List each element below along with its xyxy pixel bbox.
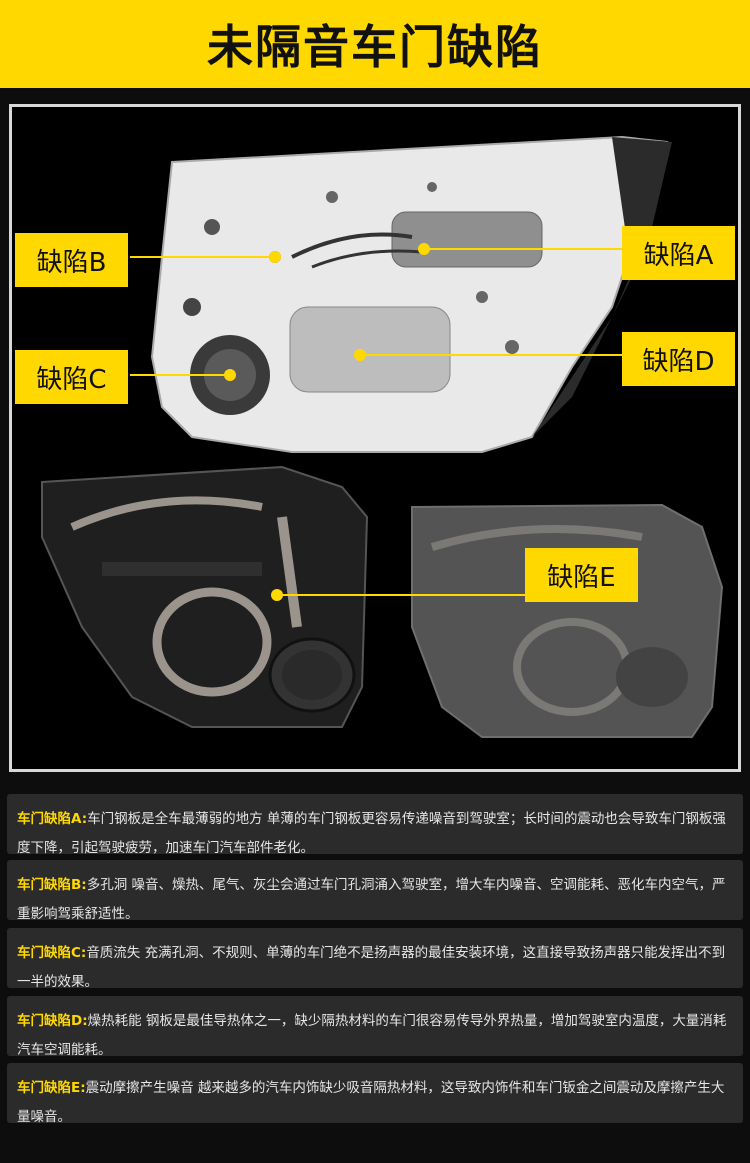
callout-defect-d: 缺陷D (622, 332, 735, 386)
note-defect-a: 车门缺陷A:车门钢板是全车最薄弱的地方 单薄的车门钢板更容易传递噪音到驾驶室；长… (7, 794, 743, 856)
page-title: 未隔音车门缺陷 (207, 20, 543, 74)
door-trim-panel (41, 465, 369, 728)
note-tag: 车门缺陷C: (17, 945, 87, 961)
door-trim-panel-faded (411, 503, 724, 738)
note-defect-b: 车门缺陷B:多孔洞 噪音、燥热、尾气、灰尘会通过车门孔洞涌入驾驶室，增大车内噪音… (7, 860, 743, 922)
door-photo (9, 104, 741, 772)
note-tag: 车门缺陷B: (17, 877, 87, 893)
note-defect-e: 车门缺陷E:震动摩擦产生噪音 越来越多的汽车内饰缺少吸音隔热材料，这导致内饰件和… (7, 1063, 743, 1125)
leader-dots (224, 243, 430, 601)
note-text: 车门钢板是全车最薄弱的地方 单薄的车门钢板更容易传递噪音到驾驶室；长时间的震动也… (17, 811, 726, 856)
note-tag: 车门缺陷E: (17, 1080, 86, 1096)
note-tag: 车门缺陷A: (17, 811, 88, 827)
note-tag: 车门缺陷D: (17, 1013, 88, 1029)
leader-lines (130, 248, 623, 596)
note-defect-c: 车门缺陷C:音质流失 充满孔洞、不规则、单薄的车门绝不是扬声器的最佳安装环境，这… (7, 928, 743, 990)
note-text: 多孔洞 噪音、燥热、尾气、灰尘会通过车门孔洞涌入驾驶室，增大车内噪音、空调能耗、… (17, 877, 726, 922)
title-banner: 未隔音车门缺陷 (0, 0, 750, 88)
callout-defect-b: 缺陷B (15, 233, 128, 287)
metal-door-shell (150, 135, 672, 453)
door-illustration (41, 135, 724, 738)
note-text: 震动摩擦产生噪音 越来越多的汽车内饰缺少吸音隔热材料，这导致内饰件和车门钣金之间… (17, 1080, 725, 1125)
note-text: 燥热耗能 钢板是最佳导热体之一，缺少隔热材料的车门很容易传导外界热量，增加驾驶室… (17, 1013, 727, 1058)
note-defect-d: 车门缺陷D:燥热耗能 钢板是最佳导热体之一，缺少隔热材料的车门很容易传导外界热量… (7, 996, 743, 1058)
callout-defect-c: 缺陷C (15, 350, 128, 404)
note-text: 音质流失 充满孔洞、不规则、单薄的车门绝不是扬声器的最佳安装环境，这直接导致扬声… (17, 945, 726, 990)
callout-defect-e: 缺陷E (525, 548, 638, 602)
callout-defect-a: 缺陷A (622, 226, 735, 280)
